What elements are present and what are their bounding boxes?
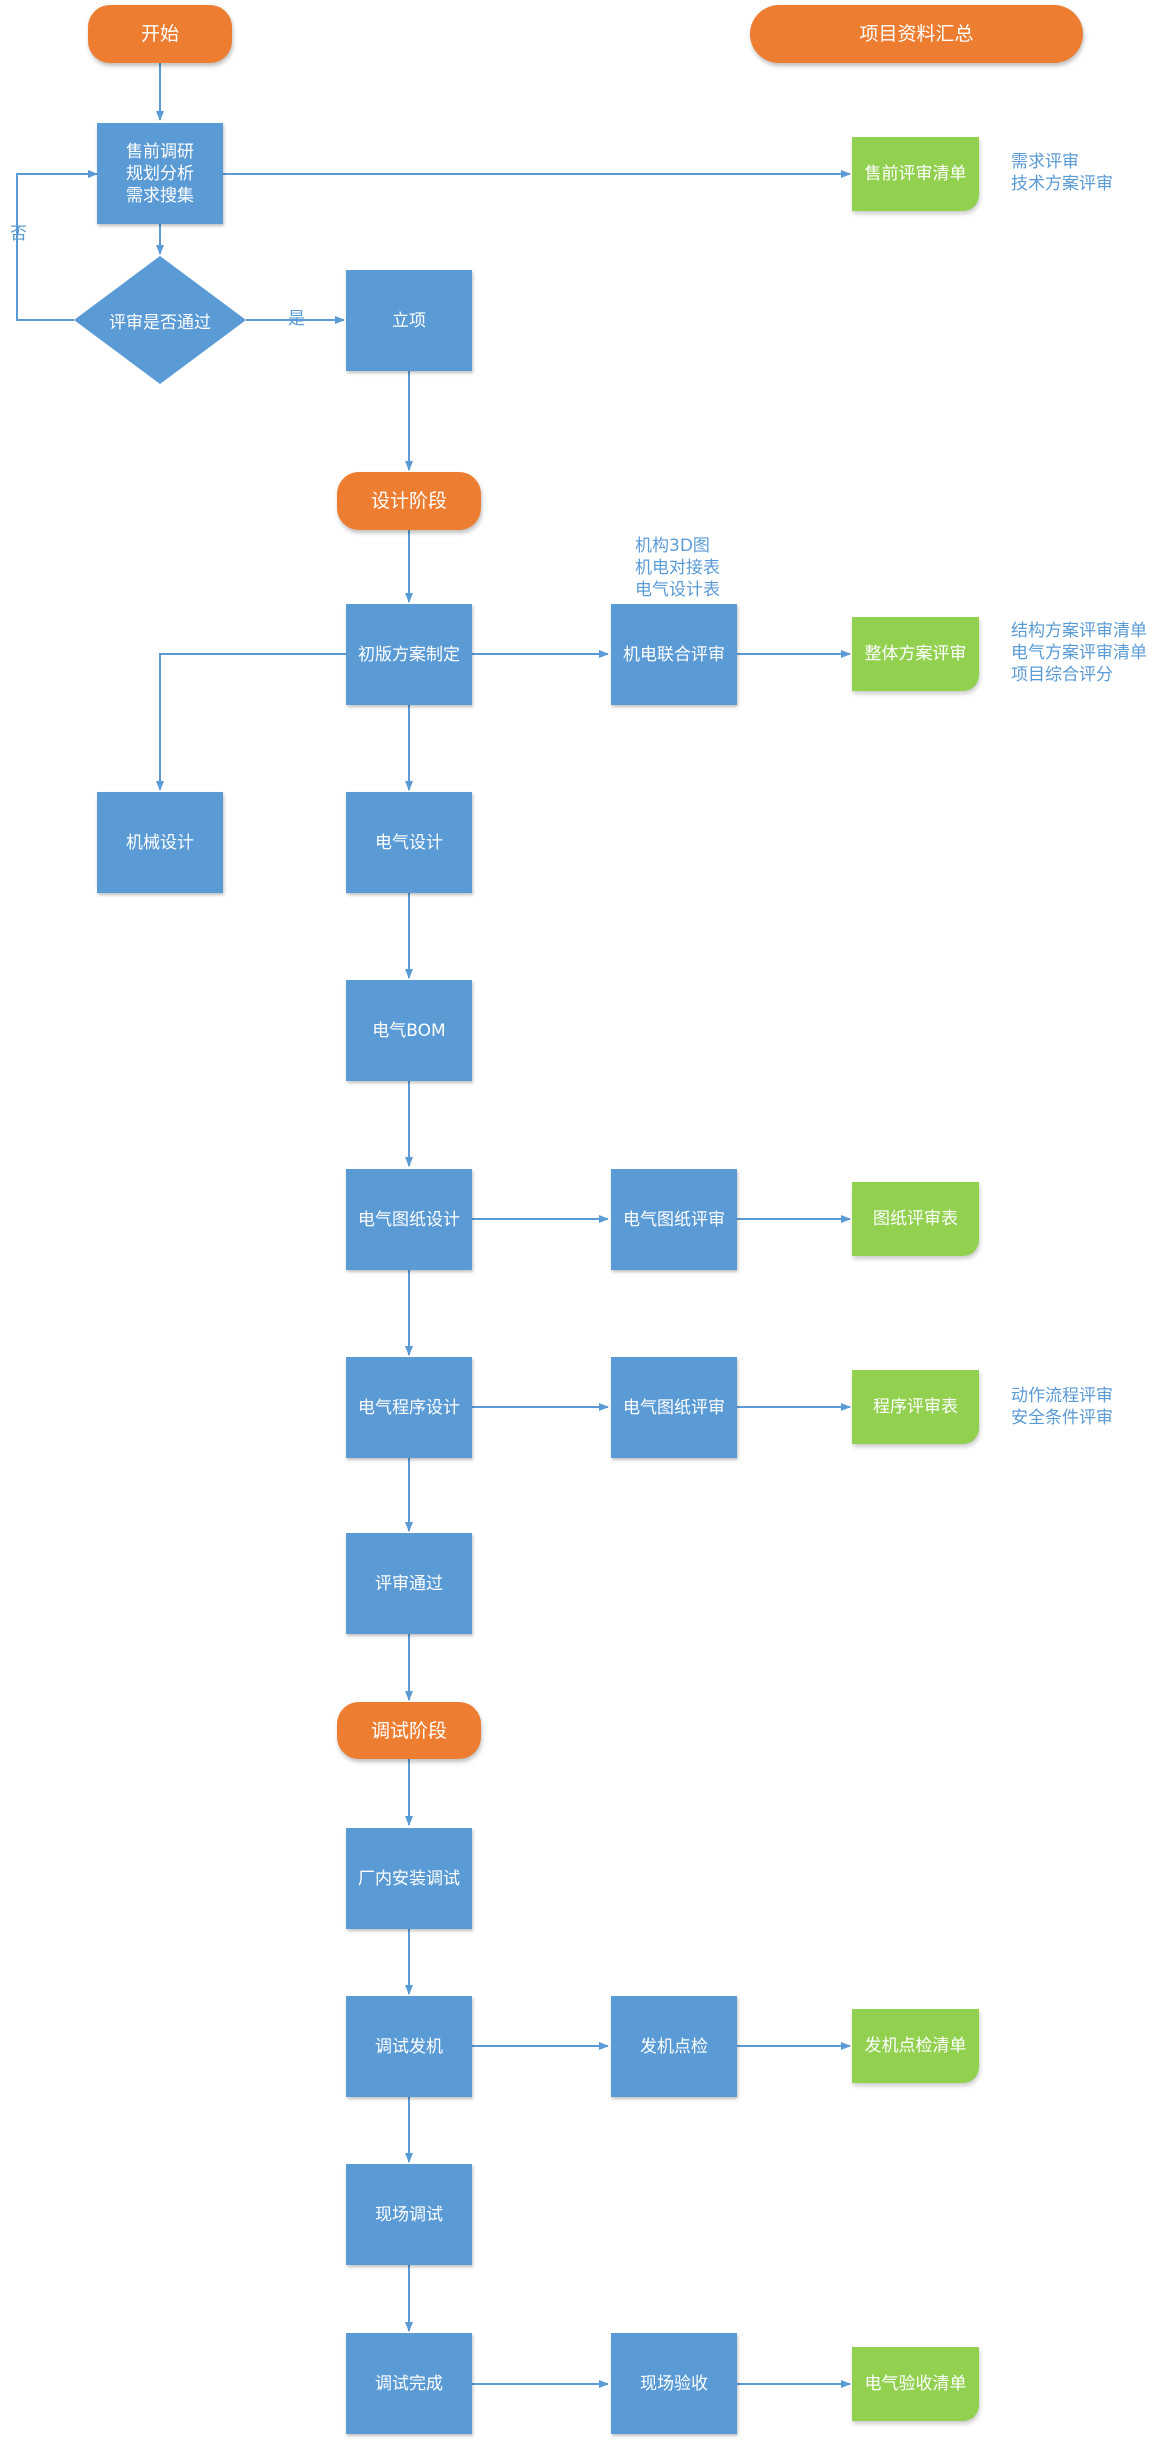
presales-box: 售前调研 规划分析 需求搜集 (97, 123, 223, 224)
program-notes: 动作流程评审 安全条件评审 (1011, 1386, 1113, 1428)
debug-done-box: 调试完成 (346, 2333, 472, 2434)
review-decision-diamond (74, 256, 246, 384)
yes-label: 是 (288, 309, 305, 329)
review-passed-box: 评审通过 (346, 1533, 472, 1634)
overall-notes: 结构方案评审清单 电气方案评审清单 项目综合评分 (1011, 621, 1147, 685)
summary-header: 项目资料汇总 (750, 5, 1083, 63)
dispatch-check-list-doc: 发机点检清单 (852, 2009, 979, 2083)
dispatch-check-box: 发机点检 (611, 1996, 737, 2097)
elec-drawing-review-box-1: 电气图纸评审 (611, 1169, 737, 1270)
project-init-box: 立项 (346, 270, 472, 371)
elec-drawing-design-box: 电气图纸设计 (346, 1169, 472, 1270)
edge-review-no (16, 170, 98, 321)
review-decision-label: 评审是否通过 (109, 312, 211, 333)
initial-plan-box: 初版方案制定 (346, 604, 472, 705)
overall-review-doc: 整体方案评审 (852, 617, 979, 691)
elec-drawing-review-box-2: 电气图纸评审 (611, 1357, 737, 1458)
site-acceptance-box: 现场验收 (611, 2333, 737, 2434)
no-label: 否 (10, 224, 27, 244)
acceptance-list-doc: 电气验收清单 (852, 2347, 979, 2421)
presales-notes: 需求评审 技术方案评审 (1011, 152, 1113, 194)
drawing-review-table-doc: 图纸评审表 (852, 1182, 979, 1256)
mech-design-box: 机械设计 (97, 792, 223, 893)
factory-install-box: 厂内安装调试 (346, 1828, 472, 1929)
debug-phase-node: 调试阶段 (337, 1702, 481, 1759)
elec-bom-box: 电气BOM (346, 980, 472, 1081)
mech-elec-inputs-note: 机构3D图 机电对接表 电气设计表 (635, 536, 720, 600)
edge-plan-mech (156, 653, 346, 791)
program-review-table-doc: 程序评审表 (852, 1370, 979, 1444)
presales-list-doc: 售前评审清单 (852, 137, 979, 211)
start-node: 开始 (88, 5, 232, 63)
elec-program-design-box: 电气程序设计 (346, 1357, 472, 1458)
elec-design-box: 电气设计 (346, 792, 472, 893)
design-phase-node: 设计阶段 (337, 472, 481, 530)
debug-dispatch-box: 调试发机 (346, 1996, 472, 2097)
mech-elec-review-box: 机电联合评审 (611, 604, 737, 705)
site-debug-box: 现场调试 (346, 2164, 472, 2265)
